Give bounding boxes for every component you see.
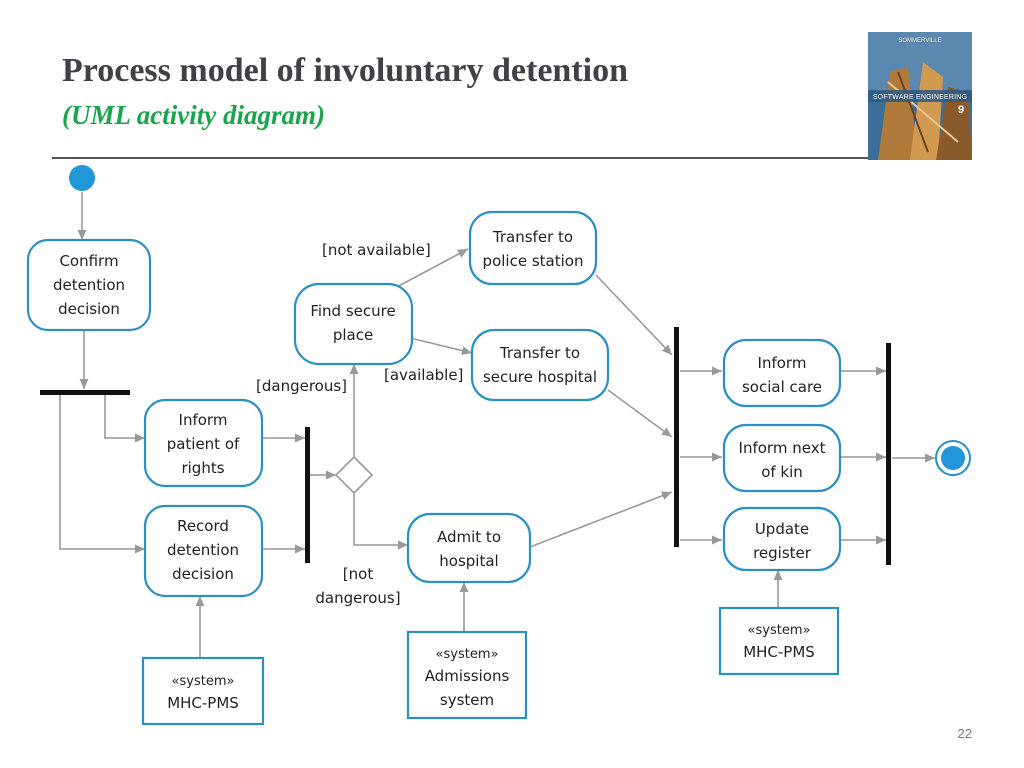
activity-admit — [406, 512, 532, 584]
edge-admit-fork — [529, 491, 673, 548]
activity-police — [468, 210, 598, 286]
system-admissions — [406, 630, 528, 720]
admit-label-1: Admit to — [437, 528, 501, 546]
book-cover-image: SOMMERVILLE SOFTWARE ENGINEERING 9 — [868, 32, 972, 160]
activity-next-of-kin — [722, 423, 842, 493]
slide-title: Process model of involuntary detention — [62, 52, 629, 89]
edge-hospital-fork — [607, 389, 673, 438]
police-label-1: Transfer to — [492, 228, 573, 246]
mhc1-stereotype: «system» — [172, 674, 235, 689]
guard-dangerous: [dangerous] — [256, 377, 347, 395]
edge-find-police — [394, 248, 469, 289]
guard-labels: [not available] [available] [dangerous] … — [256, 241, 463, 607]
edge-fork-inform-rights — [104, 393, 145, 443]
activity-update-register — [722, 506, 842, 572]
start-node — [69, 165, 95, 191]
confirm-label-3: decision — [58, 300, 120, 318]
guard-not-available: [not available] — [322, 241, 431, 259]
activity-labels: Confirm detention decision Inform patien… — [53, 228, 826, 583]
join-bar-2 — [886, 343, 891, 565]
activity-find-place — [293, 282, 414, 366]
system-mhc2 — [718, 606, 840, 676]
book-cover-author: SOMMERVILLE — [898, 38, 942, 44]
admissions-name-2: system — [440, 691, 494, 709]
edge-decision-admit — [353, 493, 408, 550]
record-label-2: detention — [167, 541, 239, 559]
inform-rights-label-2: patient of — [167, 435, 240, 453]
next-of-kin-label-1: Inform next — [739, 439, 826, 457]
guard-available: [available] — [384, 366, 463, 384]
secure-hospital-label-1: Transfer to — [499, 344, 580, 362]
social-care-label-1: Inform — [758, 354, 807, 372]
system-mhc1 — [141, 656, 265, 726]
sync-bars — [40, 327, 891, 565]
confirm-label-1: Confirm — [59, 252, 118, 270]
activity-inform-rights — [143, 398, 264, 488]
social-care-label-2: social care — [742, 378, 822, 396]
inform-rights-label-1: Inform — [179, 411, 228, 429]
find-place-label-2: place — [333, 326, 373, 344]
decision-diamond — [334, 455, 374, 495]
join-bar-1 — [305, 427, 310, 563]
mhc1-name: MHC-PMS — [167, 694, 239, 712]
activity-record — [143, 504, 264, 598]
system-labels: «system» MHC-PMS «system» Admissions sys… — [167, 623, 815, 712]
guard-not-dangerous-2: dangerous] — [315, 589, 400, 607]
book-cover-edition: 9 — [958, 104, 965, 116]
edge-find-secure-hospital — [405, 336, 473, 355]
find-place-label-1: Find secure — [310, 302, 395, 320]
update-register-label-2: register — [753, 544, 812, 562]
admissions-name-1: Admissions — [425, 667, 510, 685]
record-label-1: Record — [177, 517, 229, 535]
fork-bar-1 — [40, 390, 130, 395]
police-label-2: police station — [483, 252, 584, 270]
record-label-3: decision — [172, 565, 234, 583]
mhc2-name: MHC-PMS — [743, 643, 815, 661]
admissions-stereotype: «system» — [436, 647, 499, 662]
update-register-label-1: Update — [755, 520, 809, 538]
mhc2-stereotype: «system» — [748, 623, 811, 638]
guard-not-dangerous-1: [not — [343, 565, 374, 583]
slide-subtitle: (UML activity diagram) — [62, 100, 325, 130]
edge-police-fork — [595, 274, 673, 356]
fork-bar-2 — [674, 327, 679, 547]
inform-rights-label-3: rights — [181, 459, 224, 477]
confirm-label-2: detention — [53, 276, 125, 294]
page-number: 22 — [957, 726, 972, 741]
flow-edges — [59, 192, 935, 658]
title-divider — [52, 157, 972, 159]
activity-secure-hospital — [470, 328, 610, 402]
book-cover-title: SOFTWARE ENGINEERING — [872, 94, 968, 101]
activity-confirm — [26, 238, 152, 332]
edge-fork-record — [59, 393, 145, 554]
next-of-kin-label-2: of kin — [761, 463, 803, 481]
book-cover-art — [868, 32, 972, 160]
admit-label-2: hospital — [439, 552, 498, 570]
end-node-inner — [941, 446, 965, 470]
secure-hospital-label-2: secure hospital — [483, 368, 597, 386]
activity-social-care — [722, 338, 842, 408]
system-boxes — [141, 606, 840, 726]
activity-nodes — [26, 210, 842, 598]
